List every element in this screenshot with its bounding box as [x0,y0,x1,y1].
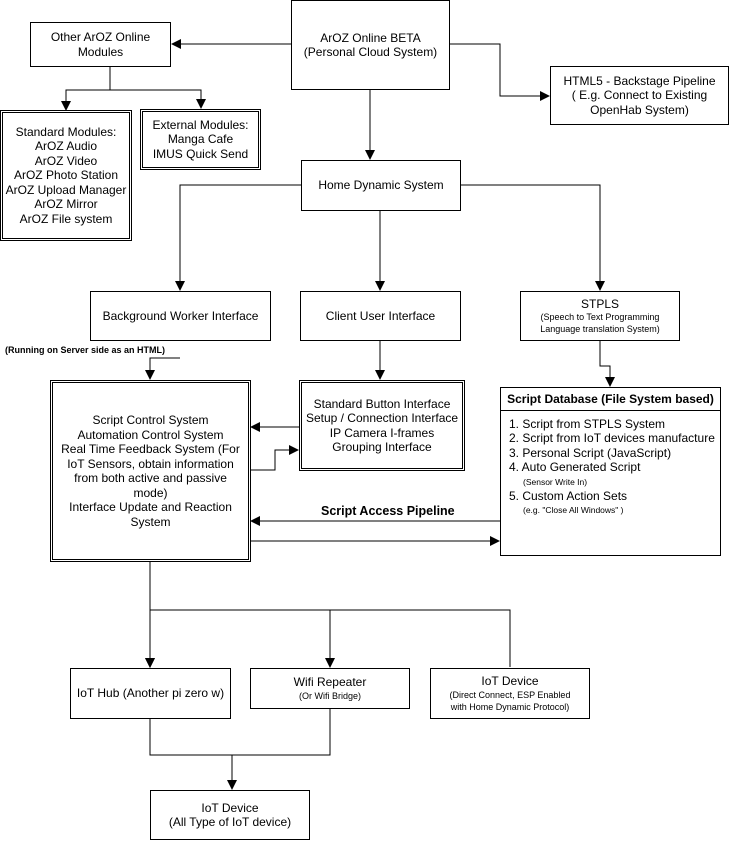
connector-hub-repeater-merge [149,709,331,756]
script-db-item-4: 4. Auto Generated Script [509,460,641,474]
arrow-aroz-to-html5 [450,43,550,101]
standard-modules-line-7: ArOZ File system [19,211,113,226]
script-control-node: Script Control System Automation Control… [50,380,251,562]
script-control-line-4: IoT Sensors, obtain information [67,456,234,471]
running-on-server-label: (Running on Server side as an HTML) [5,345,166,355]
home-dynamic-node: Home Dynamic System [301,160,461,211]
standard-modules-line-3: ArOZ Video [34,153,98,168]
iot-hub-label: IoT Hub (Another pi zero w) [76,686,225,701]
script-database-list: 1. Script from STPLS System 2. Script fr… [501,411,720,518]
standard-button-line-3: IP Camera I-frames [329,425,435,440]
standard-modules-line-5: ArOZ Upload Manager [5,182,127,197]
iot-hub-node: IoT Hub (Another pi zero w) [70,668,231,719]
script-control-line-7: Interface Update and Reaction [69,500,232,514]
other-modules-line-1: Other ArOZ Online [50,30,151,44]
standard-button-line-4: Grouping Interface [332,440,432,454]
script-db-item-1: 1. Script from STPLS System [509,416,666,431]
wifi-repeater-subtitle: (Or Wifi Bridge) [298,690,361,701]
stpls-line-1: (Speech to Text Programming [540,312,660,323]
arrow-script-control-to-button [251,445,299,471]
other-modules-line-2: Modules [77,44,124,59]
arrow-stpls-to-script-db [599,341,615,387]
client-ui-label: Client User Interface [325,308,436,323]
iot-device-all-node: IoT Device (All Type of IoT device) [150,790,310,840]
wifi-repeater-title: Wifi Repeater [293,675,367,690]
script-control-line-8: System [130,514,171,529]
external-modules-line-2: Manga Cafe [167,132,234,147]
script-database-node: Script Database (File System based) 1. S… [500,387,721,556]
arrow-other-to-external [110,89,206,109]
standard-modules-line-2: ArOZ Audio [34,139,98,154]
arrow-home-to-stpls [460,184,605,291]
iot-device-direct-node: IoT Device (Direct Connect, ESP Enabled … [430,668,590,719]
html5-pipeline-node: HTML5 - Backstage Pipeline ( E.g. Connec… [550,66,729,125]
other-modules-node: Other ArOZ Online Modules [30,22,171,67]
stpls-line-2: Language translation System) [540,324,660,335]
script-db-item-4-note: (Sensor Write In) [523,476,588,487]
standard-button-line-1: Standard Button Interface [313,396,451,411]
aroz-online-line-2: (Personal Cloud System) [303,45,438,59]
standard-button-node: Standard Button Interface Setup / Connec… [299,380,465,471]
script-db-item-5: 5. Custom Action Sets [509,488,628,503]
iot-device-direct-line-1: (Direct Connect, ESP Enabled [449,689,571,700]
script-control-line-3: Real Time Feedback System (For [61,442,240,456]
iot-device-all-line-2: (All Type of IoT device) [168,815,292,829]
script-control-line-5: from both active and passive [74,471,227,485]
standard-modules-line-6: ArOZ Mirror [34,197,98,212]
script-control-line-6: mode) [133,485,168,500]
iot-device-direct-line-2: with Home Dynamic Protocol) [450,701,570,712]
aroz-online-node: ArOZ Online BETA (Personal Cloud System) [291,0,450,90]
html5-line-2: ( E.g. Connect to Existing [571,88,708,103]
standard-modules-line-1: Standard Modules: [15,124,117,139]
background-worker-node: Background Worker Interface [90,291,271,341]
script-db-item-5-note: (e.g. "Close All Windows" ) [523,505,624,515]
arrow-other-to-standard [61,67,111,111]
iot-device-direct-title: IoT Device [481,674,539,689]
background-worker-label: Background Worker Interface [102,308,259,323]
wifi-repeater-node: Wifi Repeater (Or Wifi Bridge) [250,668,410,709]
script-control-line-1: Script Control System [92,413,209,427]
standard-modules-node: Standard Modules: ArOZ Audio ArOZ Video … [0,110,132,241]
arrow-background-to-script-control [145,357,180,380]
iot-device-all-line-1: IoT Device [201,800,259,815]
script-access-pipeline-label: Script Access Pipeline [321,504,455,518]
stpls-title: STPLS [580,296,619,311]
home-dynamic-label: Home Dynamic System [318,178,444,193]
standard-modules-line-4: ArOZ Photo Station [13,168,119,183]
external-modules-line-1: External Modules: [152,117,249,132]
external-modules-line-3: IMUS Quick Send [152,146,249,161]
script-database-title: Script Database (File System based) [501,388,720,411]
html5-line-1: HTML5 - Backstage Pipeline [563,73,716,88]
html5-line-3: OpenHab System) [590,102,689,117]
script-db-item-3: 3. Personal Script (JavaScript) [509,445,672,460]
script-db-item-2: 2. Script from IoT devices manufacture [509,431,715,445]
stpls-node: STPLS (Speech to Text Programming Langua… [520,291,680,341]
aroz-online-line-1: ArOZ Online BETA [320,30,421,45]
script-control-line-2: Automation Control System [77,427,224,442]
client-ui-node: Client User Interface [300,291,461,341]
external-modules-node: External Modules: Manga Cafe IMUS Quick … [140,109,261,170]
standard-button-line-2: Setup / Connection Interface [305,411,459,425]
arrow-home-to-background [175,184,301,291]
